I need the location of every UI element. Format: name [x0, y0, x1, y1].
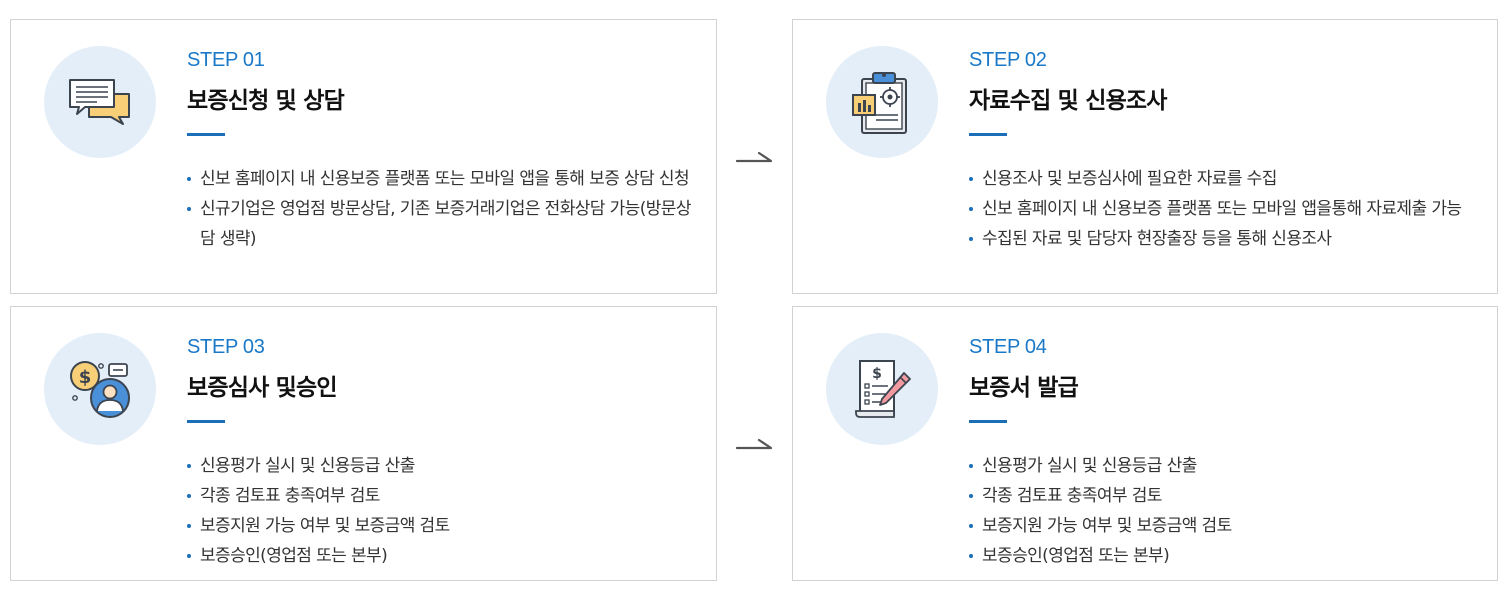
- icon-circle: [44, 46, 156, 158]
- step-item-list: 신용평가 실시 및 신용등급 산출 각종 검토표 충족여부 검토 보증지원 가능…: [969, 451, 1477, 571]
- list-item: 신용평가 실시 및 신용등급 산출: [969, 451, 1477, 481]
- step-item-list: 신보 홈페이지 내 신용보증 플랫폼 또는 모바일 앱을 통해 보증 상담 신청…: [187, 164, 696, 254]
- title-underline: [187, 133, 225, 136]
- step-label: STEP 01: [187, 49, 265, 71]
- step-label: STEP 04: [969, 336, 1047, 358]
- list-item: 신용조사 및 보증심사에 필요한 자료를 수집: [969, 164, 1477, 194]
- step-item-list: 신용조사 및 보증심사에 필요한 자료를 수집 신보 홈페이지 내 신용보증 플…: [969, 164, 1477, 254]
- list-item: 신규기업은 영업점 방문상담, 기존 보증거래기업은 전화상담 가능(방문상담 …: [187, 194, 696, 254]
- svg-text:$: $: [79, 367, 92, 388]
- step-card-1: STEP 01 보증신청 및 상담 신보 홈페이지 내 신용보증 플랫폼 또는 …: [10, 19, 717, 294]
- step-title: 자료수집 및 신용조사: [969, 88, 1167, 114]
- step-card-3: $ STEP 03 보증심사 및승인 신용평가 실시 및 신용등급 산출 각종 …: [10, 306, 717, 581]
- dollar-person-icon: $: [70, 361, 130, 418]
- title-underline: [187, 420, 225, 423]
- list-item: 보증승인(영업점 또는 본부): [187, 541, 696, 571]
- title-underline: [969, 133, 1007, 136]
- arrow-right-icon: [735, 438, 773, 450]
- icon-circle: $: [44, 333, 156, 445]
- list-item: 보증지원 가능 여부 및 보증금액 검토: [969, 511, 1477, 541]
- title-underline: [969, 420, 1007, 423]
- svg-text:$: $: [872, 366, 882, 382]
- step-label: STEP 02: [969, 49, 1047, 71]
- icon-circle: [826, 46, 938, 158]
- step-label: STEP 03: [187, 336, 265, 358]
- list-item: 신보 홈페이지 내 신용보증 플랫폼 또는 모바일 앱을통해 자료제출 가능: [969, 194, 1477, 224]
- list-item: 각종 검토표 충족여부 검토: [969, 481, 1477, 511]
- list-item: 각종 검토표 충족여부 검토: [187, 481, 696, 511]
- list-item: 신보 홈페이지 내 신용보증 플랫폼 또는 모바일 앱을 통해 보증 상담 신청: [187, 164, 696, 194]
- arrow-right-icon: [735, 151, 773, 163]
- step-title: 보증서 발급: [969, 375, 1079, 401]
- list-item: 보증승인(영업점 또는 본부): [969, 541, 1477, 571]
- list-item: 수집된 자료 및 담당자 현장출장 등을 통해 신용조사: [969, 224, 1477, 254]
- list-item: 신용평가 실시 및 신용등급 산출: [187, 451, 696, 481]
- list-item: 보증지원 가능 여부 및 보증금액 검토: [187, 511, 696, 541]
- step-card-2: STEP 02 자료수집 및 신용조사 신용조사 및 보증심사에 필요한 자료를…: [792, 19, 1498, 294]
- icon-circle: $: [826, 333, 938, 445]
- step-title: 보증신청 및 상담: [187, 88, 345, 114]
- step-item-list: 신용평가 실시 및 신용등급 산출 각종 검토표 충족여부 검토 보증지원 가능…: [187, 451, 696, 571]
- clipboard-chart-icon: [852, 72, 907, 134]
- step-card-4: $ STEP 04 보증서 발급 신용평가 실시 및 신용등급 산출 각종 검토…: [792, 306, 1498, 581]
- document-pen-icon: $: [855, 360, 911, 418]
- step-title: 보증심사 및승인: [187, 375, 338, 401]
- chat-bubbles-icon: [69, 79, 130, 125]
